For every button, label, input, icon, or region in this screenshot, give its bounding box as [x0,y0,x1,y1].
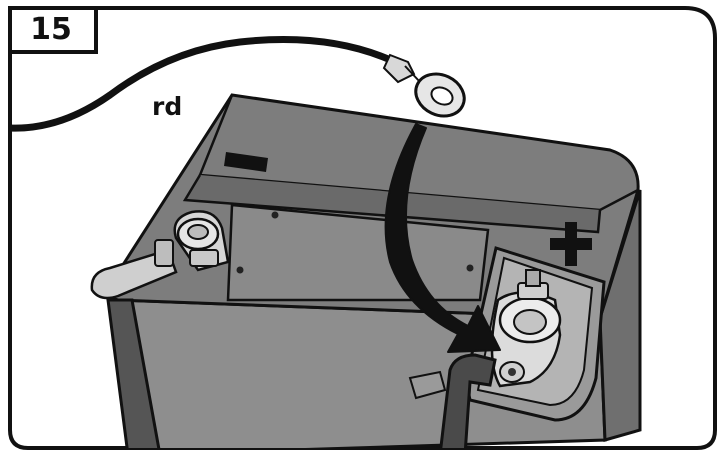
direction-arrow [384,123,501,353]
plus-sign [550,222,592,266]
step-number-badge: 15 [8,7,94,51]
minus-sign [224,152,268,172]
ring-terminal [382,53,466,118]
negative-cable [90,239,178,448]
wire-color-label: rd [152,92,183,121]
positive-cable [438,353,497,448]
positive-terminal [490,269,562,388]
step-number: 15 [30,11,72,47]
battery [104,93,642,448]
step-badge-box [8,6,98,54]
red-wire [10,36,399,132]
negative-terminal [173,210,230,272]
